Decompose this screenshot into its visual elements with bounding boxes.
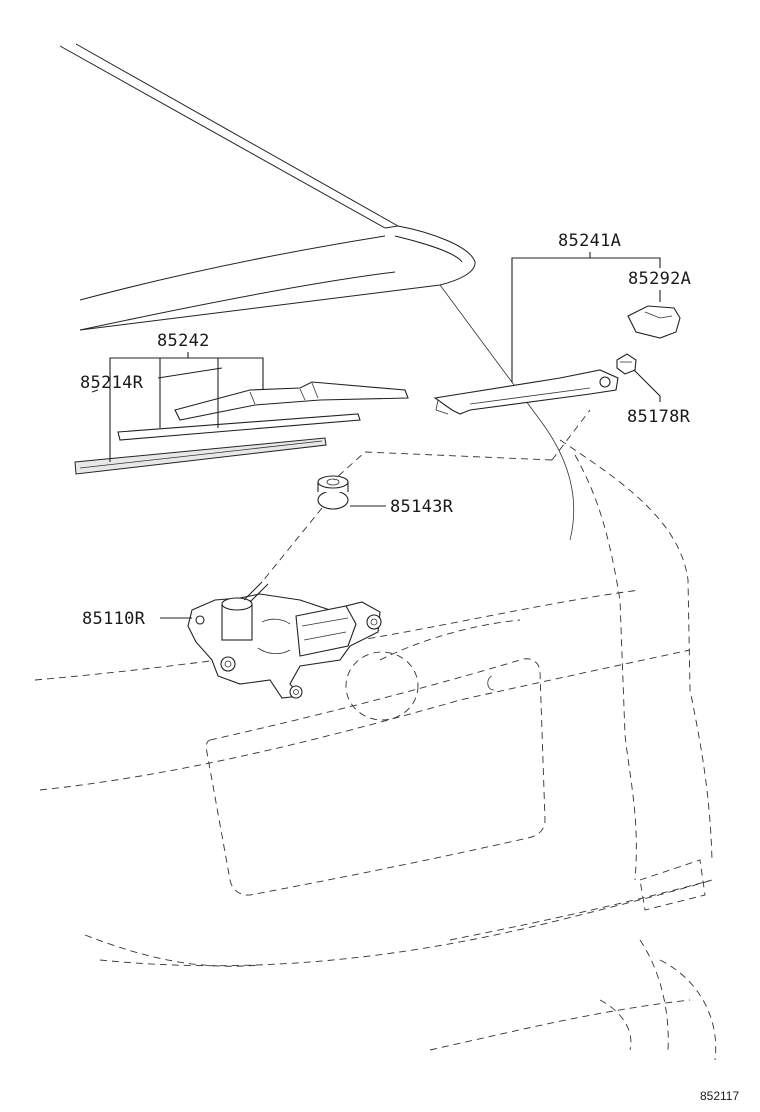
label-85292A: 85292A [628, 269, 691, 289]
rear-glass-outline [59, 43, 399, 331]
label-85110R: 85110R [82, 609, 146, 629]
wiper-arm-nut [616, 353, 637, 375]
leader-lines [91, 252, 661, 619]
assembly-phantom-lines [261, 409, 591, 583]
rear-spoiler [79, 225, 476, 331]
wiper-motor [187, 581, 382, 699]
wiper-arm [433, 369, 619, 415]
label-85242: 85242 [157, 331, 210, 351]
illustration-code: 852117 [700, 1089, 739, 1103]
wiper-pivot-bushing [317, 475, 349, 510]
hatch-body-outline [34, 284, 717, 1061]
label-85178R: 85178R [627, 407, 691, 427]
wiper-rubber-strip [74, 413, 361, 475]
label-85241A: 85241A [558, 231, 621, 251]
part-labels: 85241A 85292A 85178R 85242 85214R 85143R… [80, 231, 691, 629]
wiper-blade-assembly [174, 381, 409, 421]
wiper-arm-cap [627, 305, 681, 339]
label-85214R: 85214R [80, 373, 144, 393]
label-85143R: 85143R [390, 497, 454, 517]
